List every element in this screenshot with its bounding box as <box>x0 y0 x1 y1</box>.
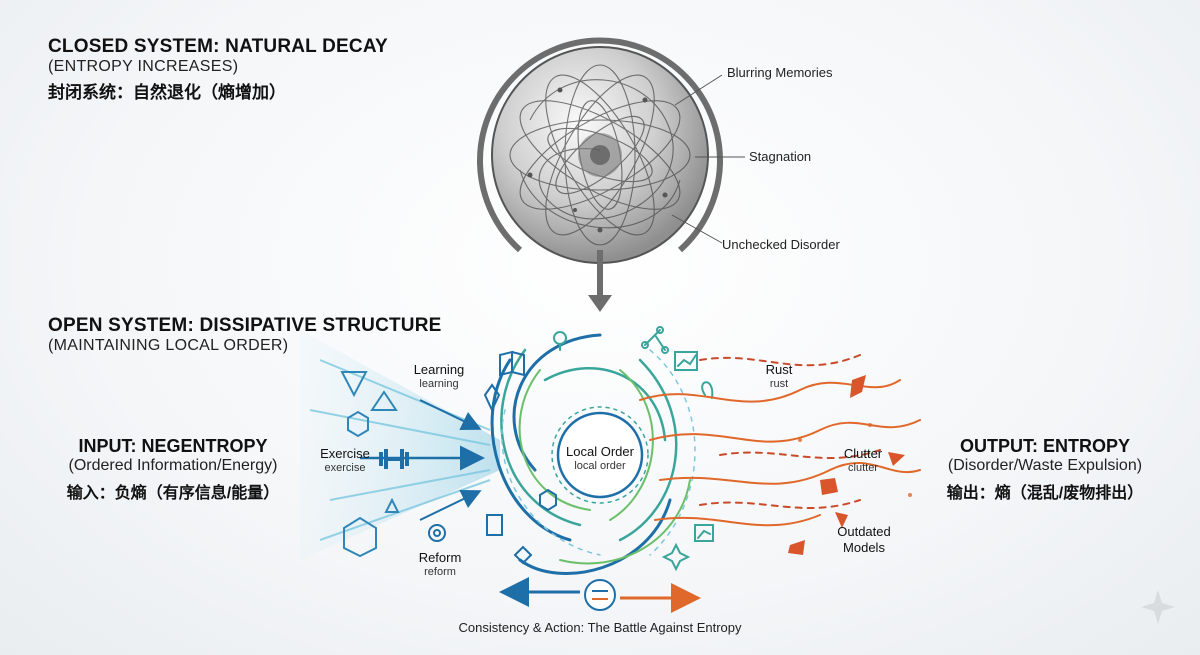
sparkle-icon <box>1141 590 1175 624</box>
output-title: OUTPUT: ENTROPY <box>959 436 1130 456</box>
output-chinese: 输出：熵（混乱/废物排出） <box>946 485 1144 502</box>
output-rust-sublabel: rust <box>769 378 789 390</box>
input-reform: Reform reform <box>405 550 475 580</box>
output-clutter-label: Clutter <box>843 446 883 461</box>
input-title: INPUT: NEGENTROPY <box>78 436 268 456</box>
closed-system-sphere <box>477 37 745 312</box>
output-clutter-sublabel: clutter <box>848 462 878 474</box>
input-beam <box>300 330 500 560</box>
output-rust: Rust rust <box>744 362 814 392</box>
input-chinese: 输入：负熵（有序信息/能量） <box>66 485 280 502</box>
output-outdated-models: Outdated Models <box>825 524 903 556</box>
output-block: OUTPUT: ENTROPY (Disorder/Waste Expulsio… <box>920 436 1170 503</box>
input-learning: Learning learning <box>404 362 474 392</box>
open-system-subtitle: (MAINTAINING LOCAL ORDER) <box>48 337 289 354</box>
input-exercise-label: Exercise <box>320 446 370 461</box>
annotation-stagnation: Stagnation <box>749 149 812 164</box>
open-system-header: OPEN SYSTEM: DISSIPATIVE STRUCTURE (MAIN… <box>48 315 442 355</box>
output-clutter: Clutter clutter <box>828 446 898 476</box>
annotation-blurring-memories: Blurring Memories <box>727 65 833 80</box>
consistency-arrows <box>499 577 701 613</box>
output-subtitle: (Disorder/Waste Expulsion) <box>947 457 1143 474</box>
center-label: Local Order local order <box>555 444 645 474</box>
output-rust-label: Rust <box>765 362 793 377</box>
input-reform-sublabel: reform <box>424 566 456 578</box>
center-label-text: Local Order <box>566 444 634 459</box>
input-learning-sublabel: learning <box>419 378 459 390</box>
input-subtitle: (Ordered Information/Energy) <box>68 457 278 474</box>
local-order-vortex <box>428 326 714 575</box>
input-reform-label: Reform <box>418 550 462 565</box>
center-sublabel: local order <box>574 460 626 472</box>
closed-system-subtitle: (ENTROPY INCREASES) <box>48 58 239 75</box>
output-chaos <box>639 354 921 555</box>
input-block: INPUT: NEGENTROPY (Ordered Information/E… <box>28 436 318 503</box>
input-learning-label: Learning <box>413 362 465 377</box>
closed-system-header: CLOSED SYSTEM: NATURAL DECAY (ENTROPY IN… <box>48 36 388 103</box>
output-outdated-models-label: Outdated Models <box>837 524 891 555</box>
closed-system-chinese: 封闭系统：自然退化（熵增加） <box>48 83 286 102</box>
input-exercise-sublabel: exercise <box>324 462 366 474</box>
input-exercise: Exercise exercise <box>310 446 380 476</box>
closed-system-title: CLOSED SYSTEM: NATURAL DECAY <box>48 36 388 57</box>
annotation-unchecked-disorder: Unchecked Disorder <box>722 237 840 252</box>
open-system-title: OPEN SYSTEM: DISSIPATIVE STRUCTURE <box>48 315 442 336</box>
footer-caption: Consistency & Action: The Battle Against… <box>458 620 742 635</box>
